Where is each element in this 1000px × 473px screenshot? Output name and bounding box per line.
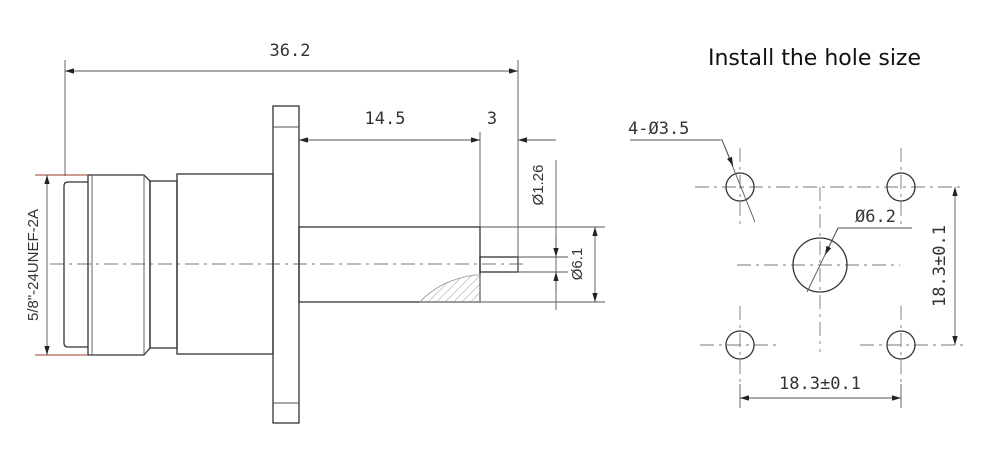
center-hole-label: Ø6.2 xyxy=(855,207,896,227)
connector-neck xyxy=(149,180,178,349)
vertical-spacing-label: 18.3±0.1 xyxy=(930,225,950,307)
connector-side-view: 36.2 14.5 3 Ø1.26 Ø6.1 5/8"-24UNEF-2A xyxy=(25,41,605,424)
center-pin xyxy=(479,256,519,273)
section-hatch xyxy=(419,274,481,303)
pin-length-label: 3 xyxy=(487,109,497,129)
coupling-nut xyxy=(87,174,151,356)
horizontal-spacing-label: 18.3±0.1 xyxy=(779,374,861,394)
pin-body-diameter-label: Ø6.1 xyxy=(569,248,586,281)
corner-hole-leader xyxy=(630,139,756,223)
corner-hole xyxy=(725,330,755,360)
pin-diameter-label: Ø1.26 xyxy=(530,165,547,206)
corner-hole xyxy=(725,172,755,202)
mounting-hole-pattern: 4-Ø3.5 Ø6.2 18.3±0.1 18.3±0.1 xyxy=(628,119,963,408)
corner-hole xyxy=(886,172,916,202)
corner-hole-label: 4-Ø3.5 xyxy=(628,119,689,139)
connector-nose xyxy=(63,181,88,348)
overall-length-label: 36.2 xyxy=(270,41,311,61)
center-hole xyxy=(792,237,848,293)
corner-hole xyxy=(886,330,916,360)
pin-body-length-label: 14.5 xyxy=(365,109,406,129)
mounting-flange xyxy=(272,105,300,424)
thread-spec-label: 5/8"-24UNEF-2A xyxy=(25,209,42,321)
install-hole-size-title: Install the hole size xyxy=(708,46,922,71)
